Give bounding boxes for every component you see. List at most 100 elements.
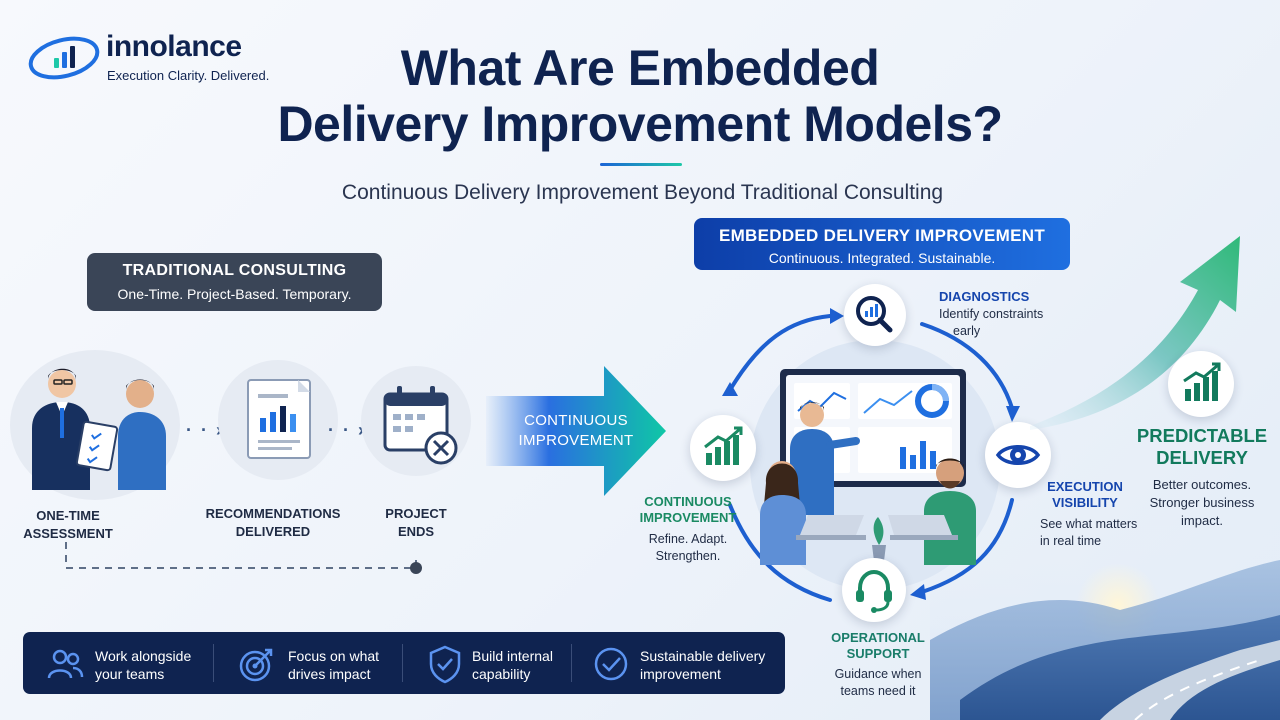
title-line: EXECUTION	[1047, 479, 1123, 494]
step-label-line: DELIVERED	[235, 524, 311, 539]
assessment-illustration	[10, 350, 180, 500]
traditional-consulting-badge: TRADITIONAL CONSULTING One-Time. Project…	[87, 253, 382, 311]
feature-label: Focus on what drives impact	[288, 647, 379, 683]
feature-divider	[402, 644, 403, 682]
arrow-label-line: IMPROVEMENT	[518, 432, 634, 449]
diagnostics-node[interactable]	[844, 284, 906, 346]
predictable-delivery-node[interactable]	[1168, 351, 1234, 417]
diagnostics-description: Identify constraints early	[939, 306, 1049, 340]
feature-label: Build internal capability	[472, 647, 553, 683]
description-line: Strengthen.	[655, 549, 721, 563]
predictable-delivery-description: Better outcomes. Stronger business impac…	[1138, 476, 1266, 530]
cycle-arrows	[722, 308, 1020, 602]
brand-tagline: Execution Clarity. Delivered.	[107, 68, 270, 83]
execution-visibility-title: EXECUTION VISIBILITY	[1040, 479, 1130, 511]
feature-line: drives impact	[288, 666, 371, 682]
one-time-assessment-label: ONE-TIME ASSESSMENT	[18, 507, 118, 543]
step-label-line: ONE-TIME	[36, 508, 100, 523]
return-dashed-line	[65, 542, 422, 574]
feature-line: Work alongside	[95, 648, 192, 664]
bar-chart-up-icon	[704, 426, 743, 465]
brand-logo[interactable]: innolance Execution Clarity. Delivered.	[28, 28, 270, 88]
feature-sustainable-improvement: Sustainable delivery improvement	[593, 632, 783, 694]
description-line: early	[953, 324, 981, 338]
title-line: PREDICTABLE	[1136, 425, 1268, 446]
description-line: impact.	[1181, 513, 1223, 528]
operational-support-title: OPERATIONAL SUPPORT	[826, 630, 930, 662]
description-line: Identify constraints	[939, 307, 1044, 321]
feature-focus-impact: Focus on what drives impact	[237, 632, 407, 694]
operational-support-node[interactable]	[842, 558, 906, 622]
description-line: in real time	[1040, 534, 1102, 548]
traditional-title: TRADITIONAL CONSULTING	[122, 262, 347, 279]
title-underline	[600, 163, 682, 166]
page-subtitle: Continuous Delivery Improvement Beyond T…	[341, 181, 944, 204]
step-label-line: ASSESSMENT	[23, 526, 113, 541]
feature-work-alongside: Work alongside your teams	[45, 632, 225, 694]
title-line-2: Delivery Improvement Models?	[277, 96, 1003, 152]
step-label-line: PROJECT	[385, 506, 447, 521]
team-collaboration-illustration	[760, 369, 976, 565]
feature-line: your teams	[95, 666, 165, 682]
growth-arrow	[1030, 236, 1240, 430]
feature-build-capability: Build internal capability	[427, 632, 587, 694]
embedded-subtitle: Continuous. Integrated. Sustainable.	[768, 250, 996, 266]
diagnostics-title: DIAGNOSTICS	[939, 289, 1030, 304]
title-line: IMPROVEMENT	[639, 510, 737, 525]
feature-divider	[571, 644, 572, 682]
execution-visibility-description: See what matters in real time	[1040, 516, 1140, 550]
traditional-subtitle: One-Time. Project-Based. Temporary.	[117, 286, 352, 302]
target-icon	[239, 648, 273, 682]
continuous-improvement-description: Refine. Adapt. Strengthen.	[634, 531, 742, 565]
description-line: Refine. Adapt.	[648, 532, 728, 546]
feature-line: capability	[472, 666, 531, 682]
title-line: OPERATIONAL	[831, 630, 925, 645]
feature-bar: Work alongside your teams Focus on what …	[23, 632, 785, 694]
title-line: SUPPORT	[846, 646, 910, 661]
feature-line: Sustainable delivery	[640, 648, 766, 664]
feature-line: Focus on what	[288, 648, 380, 664]
title-line-1: What Are Embedded	[400, 40, 880, 96]
feature-label: Work alongside your teams	[95, 647, 191, 683]
step-label-line: ENDS	[397, 524, 435, 539]
report-icon	[247, 379, 311, 459]
title-line: CONTINUOUS	[644, 494, 732, 509]
project-ends-illustration	[361, 366, 471, 476]
description-line: Guidance when	[834, 667, 922, 681]
description-line: teams need it	[840, 684, 916, 698]
execution-visibility-node[interactable]	[985, 422, 1051, 488]
operational-support-description: Guidance when teams need it	[826, 666, 930, 700]
page-title: What Are Embedded Delivery Improvement M…	[240, 40, 1040, 152]
title-line: DELIVERY	[1156, 447, 1248, 468]
project-ends-label: PROJECT ENDS	[376, 505, 456, 541]
step-label-line: RECOMMENDATIONS	[205, 506, 341, 521]
description-line: Stronger business	[1149, 495, 1255, 510]
check-circle-icon	[594, 647, 628, 681]
embedded-title: EMBEDDED DELIVERY IMPROVEMENT	[718, 226, 1046, 245]
headset-icon	[856, 569, 892, 613]
feature-line: Build internal	[472, 648, 553, 664]
embedded-improvement-badge: EMBEDDED DELIVERY IMPROVEMENT Continuous…	[694, 218, 1070, 270]
shield-check-icon	[429, 645, 461, 684]
feature-divider	[213, 644, 214, 682]
feature-label: Sustainable delivery improvement	[640, 647, 765, 683]
continuous-improvement-node[interactable]	[690, 415, 756, 481]
arrow-label-line: CONTINUOUS	[524, 412, 628, 429]
growth-chart-icon	[1183, 362, 1221, 401]
calendar-x-icon	[383, 386, 458, 465]
flow-dots-arrow: · · ›	[328, 420, 366, 440]
continuous-improvement-arrow-label: CONTINUOUS IMPROVEMENT	[496, 411, 656, 451]
recommendations-delivered-label: RECOMMENDATIONS DELIVERED	[198, 505, 348, 541]
feature-line: improvement	[640, 666, 721, 682]
flow-dots-arrow: · · ›	[186, 420, 224, 440]
magnifier-chart-icon	[856, 296, 893, 333]
brand-name: innolance	[106, 30, 242, 63]
recommendations-illustration	[218, 360, 338, 480]
title-line: VISIBILITY	[1052, 495, 1118, 510]
people-icon	[47, 649, 84, 679]
eye-icon	[995, 445, 1041, 465]
continuous-improvement-title: CONTINUOUS IMPROVEMENT	[634, 494, 742, 526]
consultant-icon	[32, 368, 166, 490]
logo-mark-icon	[28, 36, 100, 80]
